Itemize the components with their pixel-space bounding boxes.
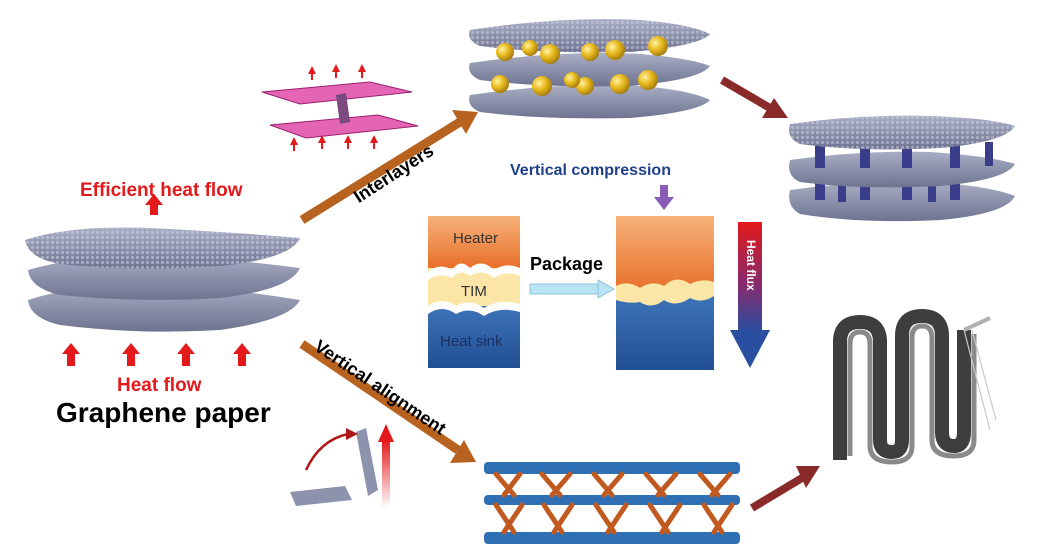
heat-flow-arrow bbox=[177, 343, 195, 366]
graphene-paper-stack bbox=[25, 227, 300, 332]
vertically-aligned-graphene bbox=[484, 462, 740, 544]
tim-label: TIM bbox=[461, 283, 487, 300]
package-label: Package bbox=[530, 254, 604, 274]
interlayer-inset bbox=[261, 64, 419, 151]
graphene-paper-title: Graphene paper bbox=[56, 397, 271, 428]
heat-flow-arrows bbox=[62, 343, 251, 366]
corrugated-graphene bbox=[833, 308, 997, 465]
heater-label: Heater bbox=[453, 230, 499, 247]
heat-sink-block bbox=[428, 306, 520, 368]
efficient-heat-flow-label: Efficient heat flow bbox=[80, 180, 243, 201]
tim-before-block bbox=[428, 216, 520, 368]
heat-sink-block-packaged bbox=[616, 296, 714, 370]
vertical-alignment-arrow bbox=[299, 340, 476, 463]
graphene-sphere-stack bbox=[469, 19, 710, 119]
heat-flow-label: Heat flow bbox=[117, 375, 202, 396]
heater-block bbox=[428, 216, 520, 272]
vertical-alignment-inset bbox=[290, 424, 394, 508]
corrugated-arrow bbox=[749, 466, 820, 512]
tim-after-block bbox=[616, 216, 714, 370]
vertical-compression-label: Vertical compression bbox=[510, 162, 671, 179]
pillared-graphene bbox=[789, 115, 1015, 222]
interlayers-arrow bbox=[299, 110, 478, 224]
pillar-arrow bbox=[719, 76, 788, 118]
efficient-heat-flow-arrow bbox=[145, 194, 163, 215]
heat-flow-arrow bbox=[62, 343, 80, 366]
heat-flux-arrow bbox=[730, 222, 770, 368]
vertical-compression-arrow bbox=[654, 185, 674, 210]
heat-flow-arrow bbox=[233, 343, 251, 366]
heat-flux-label: Heat flux bbox=[744, 240, 758, 291]
package-arrow bbox=[529, 279, 615, 299]
heat-sink-label: Heat sink bbox=[440, 333, 503, 350]
heat-flow-arrow bbox=[122, 343, 140, 366]
